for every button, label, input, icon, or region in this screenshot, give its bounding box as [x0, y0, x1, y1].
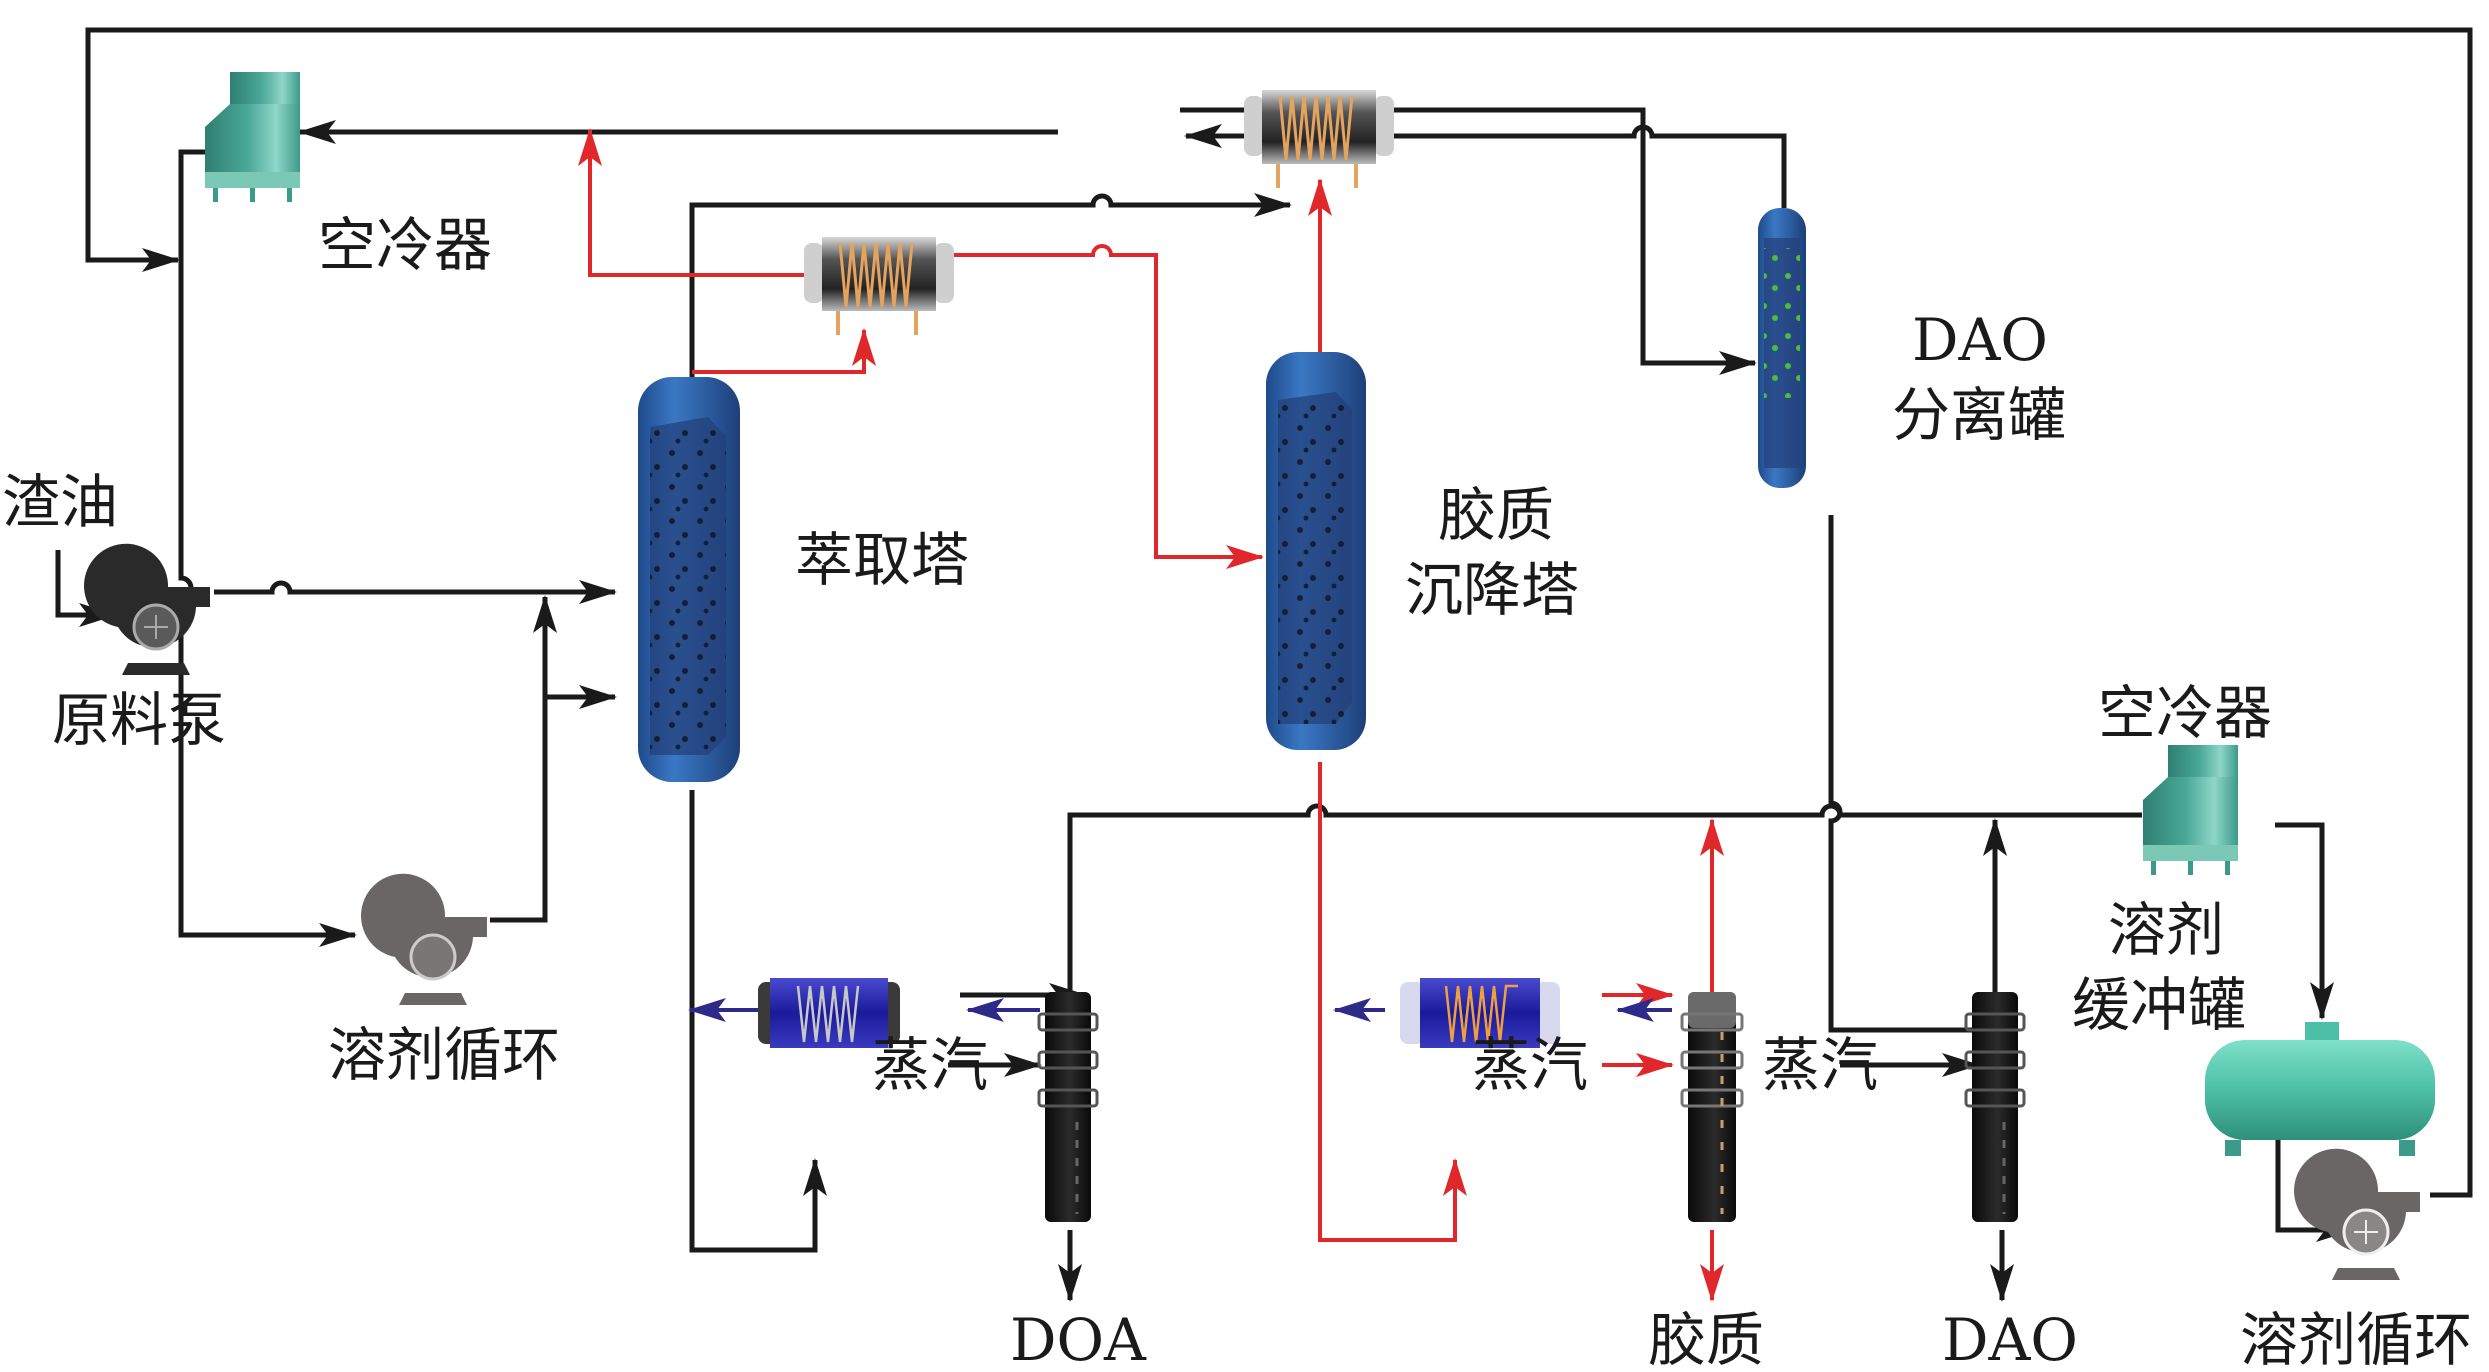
- pump-icon[interactable]: [361, 873, 487, 1005]
- labels: 空冷器 渣油 原料泵 溶剂循环 萃取塔 胶质 沉降塔 DAO 分离罐 空冷器 溶…: [2, 211, 2472, 1372]
- feed-line: [214, 580, 617, 604]
- label-resin-settler-1: 胶质: [1438, 481, 1554, 549]
- pump-icon[interactable]: [84, 543, 210, 675]
- label-buffer-tank-1: 溶剂: [2108, 896, 2224, 964]
- air-cooler-icon[interactable]: [2143, 745, 2238, 875]
- heat-exchanger-icon[interactable]: [1244, 90, 1394, 188]
- label-steam-3: 蒸汽: [1762, 1031, 1878, 1099]
- red-overhead-to-exchanger: [692, 328, 876, 374]
- label-solvent-recycle-left: 溶剂循环: [328, 1021, 560, 1089]
- label-product-doa: DOA: [1010, 1306, 1147, 1372]
- column-icon[interactable]: [638, 377, 740, 782]
- label-dao-separator-2: 分离罐: [1892, 381, 2066, 449]
- label-feed-pump: 原料泵: [52, 686, 226, 754]
- stripper-icon[interactable]: [1037, 992, 1099, 1222]
- extraction-overhead-line: [689, 193, 1292, 377]
- horizontal-tank-icon[interactable]: [2205, 1022, 2435, 1156]
- column-icon[interactable]: [1266, 352, 1366, 750]
- heat-exchanger-icon[interactable]: [804, 237, 954, 335]
- heat-exchanger-icon[interactable]: [1400, 978, 1560, 1048]
- stripper-icon[interactable]: [1964, 992, 2026, 1222]
- cooler-to-buffer-line: [2275, 822, 2334, 1020]
- label-residue-oil: 渣油: [2, 468, 118, 536]
- label-dao-separator-1: DAO: [1912, 306, 2048, 374]
- exchanger-to-dao-separator: [1180, 107, 1757, 375]
- dao-separator-bottom-line: [1828, 515, 1985, 1033]
- label-solvent-recycle-right: 溶剂循环: [2240, 1306, 2472, 1372]
- heat-exchanger-icon[interactable]: [758, 978, 900, 1048]
- pump-icon[interactable]: [2294, 1148, 2420, 1280]
- label-extraction-tower: 萃取塔: [795, 526, 969, 594]
- solvent-vapor-header: [1067, 803, 2142, 995]
- stripper-icon[interactable]: [1680, 992, 1744, 1222]
- red-settler-bottom: [1318, 762, 1467, 1242]
- label-resin-settler-2: 沉降塔: [1405, 556, 1579, 624]
- label-air-cooler-top: 空冷器: [318, 211, 492, 279]
- column-icon[interactable]: [1758, 208, 1806, 488]
- air-cooler-icon[interactable]: [205, 72, 300, 202]
- red-process-lines: [578, 128, 1724, 1302]
- label-air-cooler-right: 空冷器: [2098, 679, 2272, 747]
- label-product-dao: DAO: [1942, 1306, 2078, 1372]
- solvent-pump-left-outlet: [490, 595, 557, 923]
- label-product-resin: 胶质: [1648, 1306, 1764, 1372]
- red-bypass-to-cooler: [578, 128, 805, 277]
- label-steam-1: 蒸汽: [872, 1031, 988, 1099]
- top-loop-line: [85, 27, 2473, 1198]
- label-buffer-tank-2: 缓冲罐: [2072, 971, 2246, 1039]
- red-exchanger-to-settler: [920, 244, 1264, 569]
- label-steam-2: 蒸汽: [1472, 1031, 1588, 1099]
